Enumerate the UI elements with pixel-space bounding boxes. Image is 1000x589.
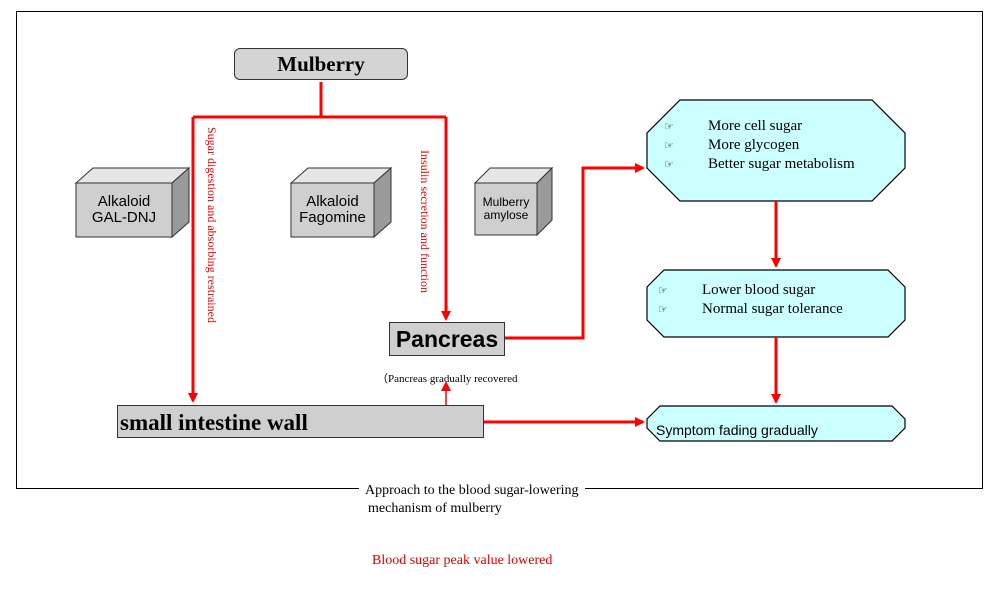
- outcome-top-octagon: [646, 99, 906, 202]
- intestine-box: small intestine wall: [117, 405, 484, 438]
- cube-alkaloid-fagomine: [289, 166, 393, 239]
- outcome-middle-octagon: [646, 269, 906, 338]
- cube-mulberry-amylose: [473, 166, 554, 237]
- outcome-bottom-octagon: [646, 405, 906, 442]
- pointing-hand-icon: ☞: [664, 121, 674, 133]
- pointing-hand-icon: ☞: [658, 285, 668, 297]
- outcome-item-label: Better sugar metabolism: [708, 156, 855, 172]
- symptom-label: Symptom fading gradually: [656, 422, 818, 438]
- list-item: ☞ More glycogen: [664, 136, 855, 155]
- cube-label-gal-dnj: Alkaloid GAL-DNJ: [76, 183, 172, 237]
- mulberry-source-box: Mulberry: [234, 48, 408, 80]
- list-item: ☞ More cell sugar: [664, 117, 855, 136]
- list-item: ☞ Normal sugar tolerance: [658, 300, 843, 319]
- outcome-middle-list: ☞ Lower blood sugar ☞ Normal sugar toleran…: [658, 281, 843, 319]
- list-item: ☞ Better sugar metabolism: [664, 155, 855, 174]
- cube-text-line: GAL-DNJ: [91, 209, 157, 226]
- intestine-label: small intestine wall: [120, 410, 308, 435]
- list-item: ☞ Lower blood sugar: [658, 281, 843, 300]
- cube-label-amylose: Mulberry amylose: [475, 183, 537, 235]
- arrow-pancreas-to-outcome: [505, 163, 645, 340]
- mulberry-label: Mulberry: [277, 51, 365, 76]
- cube-text-line: Fagomine: [299, 209, 366, 226]
- bottom-note: Blood sugar peak value lowered: [372, 553, 553, 568]
- pointing-hand-icon: ☞: [664, 159, 674, 171]
- cube-text-line: amylose: [483, 208, 529, 222]
- cube-label-fagomine: Alkaloid Fagomine: [291, 183, 374, 237]
- pancreas-box: Pancreas: [389, 322, 505, 356]
- pointing-hand-icon: ☞: [658, 304, 668, 316]
- caption-line-2: mechanism of mulberry: [368, 500, 502, 517]
- cube-text-line: Alkaloid: [306, 192, 359, 210]
- pancreas-label: Pancreas: [395, 325, 499, 352]
- pointing-hand-icon: ☞: [664, 140, 674, 152]
- cube-text-line: Mulberry: [482, 194, 530, 209]
- outcome-item-label: Normal sugar tolerance: [702, 301, 843, 317]
- edge-label-digestion: Sugar digestion and absorbing restrained: [205, 127, 219, 323]
- outcome-item-label: Lower blood sugar: [702, 282, 816, 298]
- outcome-item-label: More glycogen: [708, 137, 800, 153]
- pancreas-recovery-note: （Pancreas gradually recovered: [377, 373, 518, 385]
- outcome-top-list: ☞ More cell sugar ☞ More glycogen ☞ Better …: [664, 117, 855, 174]
- cube-alkaloid-gal-dnj: [74, 166, 191, 239]
- cube-text-line: Alkaloid: [97, 192, 151, 210]
- edge-label-insulin: Insulin secretion and function: [418, 150, 432, 293]
- outcome-item-label: More cell sugar: [708, 118, 803, 134]
- caption-line-1: Approach to the blood sugar-lowering: [359, 482, 585, 499]
